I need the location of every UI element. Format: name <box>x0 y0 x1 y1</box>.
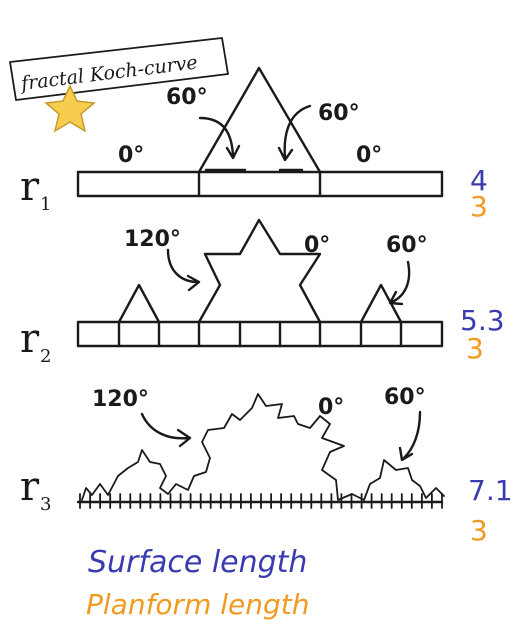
r3-surface-length: 7.1 <box>468 474 513 507</box>
r3-arrow-left <box>140 412 192 448</box>
r2-strip <box>76 320 444 348</box>
r3-curve <box>81 393 445 501</box>
r3-arrow-right <box>398 410 422 462</box>
legend-surface-length: Surface length <box>88 545 307 580</box>
r2-angle-0: 0° <box>304 233 330 258</box>
r2-bump-right <box>359 283 403 324</box>
title-frame <box>9 37 229 101</box>
r1-subscript: 1 <box>40 194 51 215</box>
row-r1: 0° 60° 60° 0° r 1 4 3 <box>20 66 488 223</box>
r2-subscript: 2 <box>40 346 51 367</box>
r1-arrow-right <box>277 104 312 162</box>
r3-angle-0: 0° <box>318 395 344 420</box>
r3-angle-60: 60° <box>384 385 426 410</box>
r2-arrow-left <box>166 248 201 292</box>
r1-surface-length: 4 <box>470 164 488 197</box>
row-r3: 120° 0° 60° r 3 7.1 3 <box>20 385 513 547</box>
r2-bump-center <box>197 218 322 324</box>
r1-triangle <box>197 66 322 174</box>
r1-angle-left: 0° <box>118 143 144 168</box>
r2-label: r <box>20 316 40 362</box>
r1-label: r <box>20 164 40 210</box>
r1-planform-length: 3 <box>470 190 488 223</box>
r3-label: r <box>20 464 40 510</box>
r3-angle-120: 120° <box>92 387 149 412</box>
r2-surface-length: 5.3 <box>460 304 505 337</box>
r1-angle-60-left: 60° <box>166 85 208 110</box>
r1-angle-60-right: 60° <box>318 101 360 126</box>
r1-strip <box>76 170 444 198</box>
r2-planform-length: 3 <box>466 332 484 365</box>
r2-angle-60: 60° <box>386 233 428 258</box>
row-r2: 120° 0° 60° r 2 5.3 3 <box>20 218 505 367</box>
r3-planform-length: 3 <box>470 514 488 547</box>
r1-angle-right: 0° <box>356 143 382 168</box>
r2-ticks <box>117 320 403 348</box>
r3-ticks <box>79 493 443 509</box>
r2-bump-left <box>117 283 161 324</box>
star-icon <box>44 84 96 133</box>
r3-subscript: 3 <box>40 494 51 515</box>
r2-arrow-right <box>388 260 411 306</box>
r1-arrow-left <box>198 116 241 160</box>
legend-planform-length: Planform length <box>86 588 310 621</box>
r2-angle-120: 120° <box>124 227 181 252</box>
